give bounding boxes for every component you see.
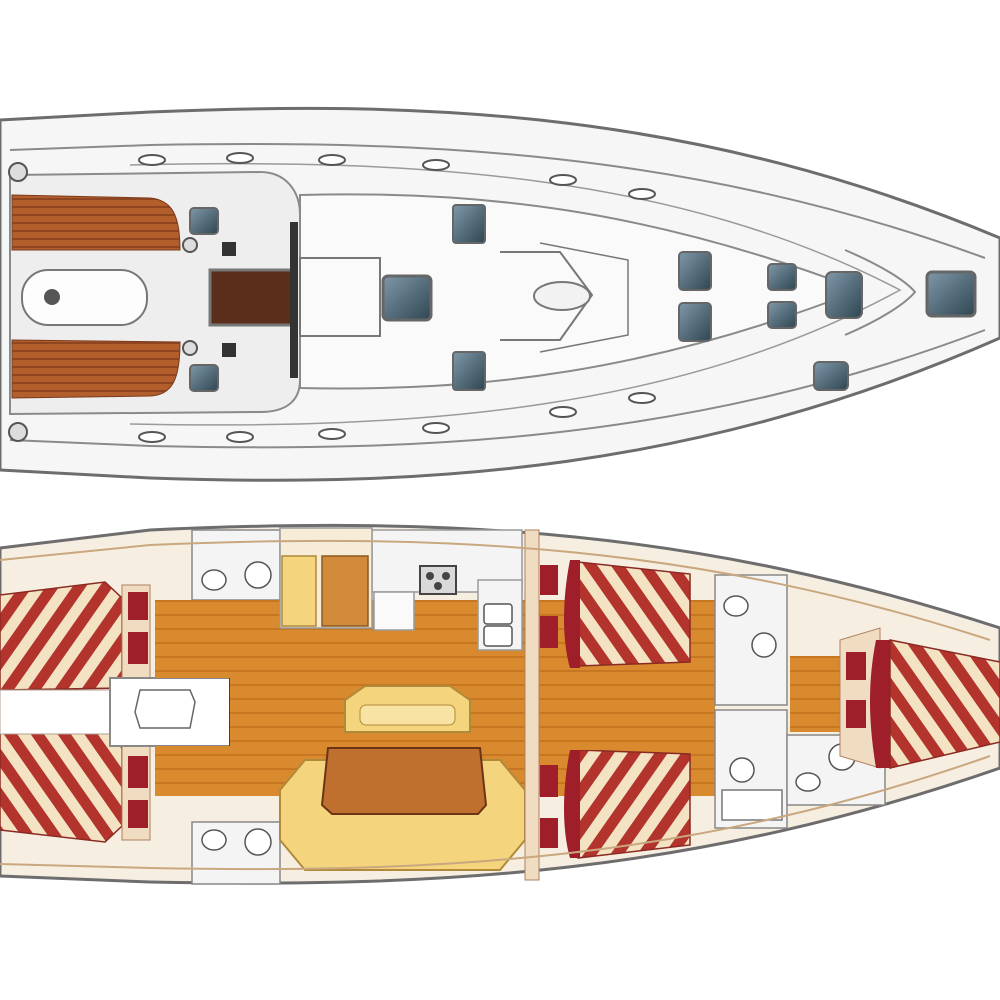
- passage-sole: [545, 668, 715, 750]
- companionway-hatch[interactable]: [208, 268, 297, 327]
- berth-headboard: [564, 750, 580, 858]
- saloon-table: [320, 747, 488, 815]
- winch-base: [222, 242, 236, 256]
- locker-door[interactable]: [540, 616, 558, 648]
- sink-icon: [483, 603, 513, 625]
- deck-hatch[interactable]: [381, 274, 433, 322]
- washbasin-icon: [795, 772, 821, 792]
- deck-hatch[interactable]: [925, 270, 977, 318]
- engine-detail: [134, 689, 196, 729]
- locker-door[interactable]: [846, 700, 866, 728]
- forepeak-sole: [790, 656, 840, 732]
- locker-door[interactable]: [540, 565, 558, 595]
- toilet-icon: [729, 757, 755, 783]
- deck-hatch[interactable]: [825, 271, 863, 319]
- deck-hatch[interactable]: [452, 351, 486, 391]
- dorade-bracket: [539, 242, 629, 353]
- locker-door[interactable]: [540, 765, 558, 797]
- locker-door[interactable]: [128, 632, 148, 664]
- interior-hull-trim: [0, 539, 991, 871]
- locker-door[interactable]: [128, 756, 148, 788]
- deck-plan: [0, 106, 1000, 482]
- aft-cabin-berth-port: [0, 731, 123, 843]
- portlights-port: [138, 392, 656, 443]
- locker-door[interactable]: [128, 592, 148, 620]
- engine-box: [109, 677, 231, 747]
- winch-icon[interactable]: [8, 162, 28, 182]
- winch-icon[interactable]: [182, 340, 198, 356]
- sink-icon: [483, 625, 513, 647]
- washbasin-icon: [723, 595, 749, 617]
- mast-step: [533, 281, 591, 311]
- binnacle: [44, 289, 60, 305]
- stove-icon: [419, 565, 457, 595]
- refrigerator: [373, 591, 415, 631]
- deck-hatch[interactable]: [189, 364, 219, 392]
- deck-hatch[interactable]: [452, 204, 486, 244]
- nav-table: [321, 555, 369, 627]
- toilet-icon: [244, 561, 272, 589]
- portlights-starboard: [138, 152, 656, 200]
- mid-cabin-berth-port: [577, 749, 691, 859]
- berth-headboard: [564, 560, 580, 668]
- deck-inner-line: [129, 162, 902, 426]
- shower-tray: [721, 789, 783, 821]
- main-bulkhead: [524, 529, 540, 881]
- winch-base: [222, 343, 236, 357]
- mid-cabin-berth-starboard: [577, 561, 691, 667]
- washbasin-icon: [201, 569, 227, 591]
- toilet-icon: [751, 632, 777, 658]
- foredeck-line: [844, 249, 917, 336]
- forepeak-headboard: [870, 640, 890, 768]
- deck-hatch[interactable]: [678, 251, 712, 291]
- locker-door[interactable]: [540, 818, 558, 848]
- cockpit-table: [21, 269, 148, 326]
- mast-partners: [500, 251, 594, 341]
- locker-door[interactable]: [128, 800, 148, 828]
- aft-cabin-berth-starboard: [0, 581, 123, 691]
- deck-hatch[interactable]: [767, 263, 797, 291]
- washbasin-icon: [201, 829, 227, 851]
- deck-hatch[interactable]: [767, 301, 797, 329]
- winch-icon[interactable]: [182, 237, 198, 253]
- deck-hatch[interactable]: [678, 302, 712, 342]
- deck-hatch[interactable]: [189, 207, 219, 235]
- interior-layout: [0, 523, 1000, 885]
- forward-head-starboard: [714, 574, 788, 706]
- locker-door[interactable]: [846, 652, 866, 680]
- aft-head-port: [191, 821, 281, 885]
- aft-corridor: [0, 689, 111, 735]
- toe-rail: [9, 142, 986, 449]
- toilet-icon: [244, 828, 272, 856]
- mainsheet-traveller[interactable]: [290, 222, 298, 378]
- nav-seat: [281, 555, 317, 627]
- cockpit-seat-teak-port: [11, 339, 181, 399]
- deck-hatch[interactable]: [813, 361, 849, 391]
- forepeak-berth: [889, 639, 1000, 769]
- winch-icon[interactable]: [8, 422, 28, 442]
- cockpit-seat-teak-starboard: [11, 194, 181, 251]
- sprayhood-frame: [299, 257, 381, 337]
- saloon-chair-seat: [359, 704, 456, 726]
